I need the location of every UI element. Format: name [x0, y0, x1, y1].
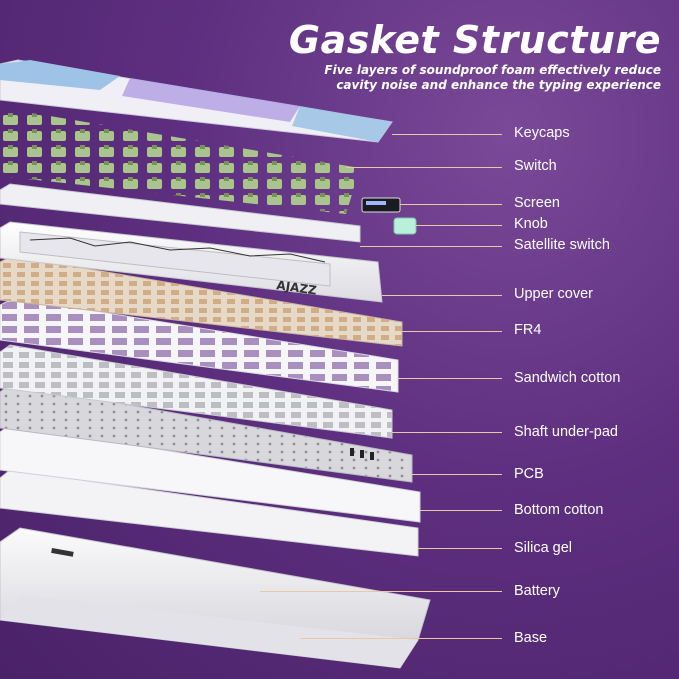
leader-fr4 — [402, 331, 502, 332]
screen-module — [361, 197, 401, 213]
label-silica-gel: Silica gel — [514, 540, 573, 556]
label-shaft-under-pad: Shaft under-pad — [514, 424, 618, 440]
leader-switch — [346, 167, 502, 168]
knob-module — [393, 217, 417, 235]
leader-silica — [418, 548, 502, 549]
leader-knob — [416, 225, 502, 226]
leader-upper-cover — [382, 295, 502, 296]
satellite-switch-rail — [0, 183, 361, 243]
leader-bottom-cotton — [420, 510, 502, 511]
label-upper-cover: Upper cover — [514, 286, 593, 302]
label-base: Base — [514, 630, 548, 646]
upper-cover-layer — [0, 221, 383, 303]
leader-sandwich — [398, 378, 502, 379]
leader-satellite — [360, 246, 502, 247]
label-fr4: FR4 — [514, 322, 542, 338]
leader-shaft — [392, 432, 502, 433]
label-keycaps: Keycaps — [514, 125, 570, 141]
label-screen: Screen — [514, 195, 560, 211]
leader-screen — [400, 204, 502, 205]
label-bottom-cotton: Bottom cotton — [514, 502, 604, 518]
label-knob: Knob — [514, 216, 548, 232]
leader-battery — [260, 591, 502, 592]
brand-logo: AJAZZ — [276, 278, 318, 298]
leader-pcb — [412, 474, 502, 475]
keycaps-layer — [0, 59, 393, 143]
shaft-under-pad-layer — [0, 344, 393, 439]
leader-base — [300, 638, 502, 639]
base-layer — [0, 527, 431, 669]
label-switch: Switch — [514, 158, 557, 174]
label-pcb: PCB — [514, 466, 544, 482]
page-title: Gasket Structure — [288, 18, 661, 62]
leader-keycaps — [392, 134, 502, 135]
label-satellite-switch: Satellite switch — [514, 237, 610, 253]
label-sandwich-cotton: Sandwich cotton — [514, 370, 621, 386]
switch-layer — [0, 110, 360, 214]
label-battery: Battery — [514, 583, 560, 599]
page-subtitle: Five layers of soundproof foam effective… — [324, 63, 661, 92]
